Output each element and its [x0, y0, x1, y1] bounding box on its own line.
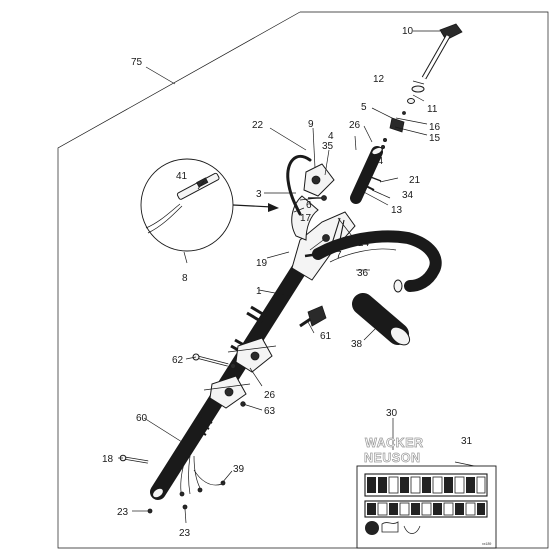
washer-23b: [182, 504, 188, 510]
label-26a: 26: [349, 120, 361, 131]
fuel-valve-stack: [380, 23, 463, 149]
label-21: 21: [409, 175, 421, 186]
assembly-boundary: [57, 11, 549, 549]
label-14: 14: [372, 156, 384, 167]
label-35: 35: [322, 141, 334, 152]
label-26b: 26: [264, 390, 276, 401]
label-41: 41: [176, 171, 188, 182]
label-16: 16: [429, 122, 441, 133]
label-6: 6: [306, 200, 312, 211]
label-30: 30: [386, 408, 398, 419]
label-34: 34: [402, 190, 414, 201]
detail-callout: [140, 158, 279, 252]
label-17: 17: [300, 213, 312, 224]
label-3: 3: [256, 189, 262, 200]
label-62: 62: [172, 355, 184, 366]
label-4: 4: [328, 131, 334, 142]
label-36: 36: [357, 268, 369, 279]
label-23a: 23: [117, 507, 129, 518]
label-63: 63: [264, 406, 276, 417]
throttle-cable-22: [286, 154, 312, 216]
cable-bundle: [179, 455, 226, 497]
label-31: 31: [461, 436, 473, 447]
label-9: 9: [308, 119, 314, 130]
label-7: 7: [336, 250, 342, 261]
washer-23a: [147, 508, 153, 514]
label-18: 18: [102, 454, 114, 465]
bolt-62: [192, 353, 236, 369]
pin-34: [361, 183, 375, 191]
part-labels: 75 10 12 11 5 16 15 26 4 14 21 34 13 22 …: [102, 26, 473, 539]
brand-wacker: WACKER: [365, 436, 424, 450]
upper-clamp: [227, 337, 277, 373]
tube-4: [350, 146, 383, 204]
decal-code: xx189: [482, 542, 491, 546]
pin-21: [367, 175, 382, 182]
label-60: 60: [136, 413, 148, 424]
bolt-18: [119, 454, 149, 464]
label-11: 11: [427, 104, 438, 115]
label-1: 1: [256, 286, 262, 297]
label-12: 12: [373, 74, 385, 85]
grip-38: [352, 293, 411, 346]
lower-clamp: [203, 375, 251, 409]
label-39: 39: [233, 464, 245, 475]
label-15: 15: [429, 133, 441, 144]
label-19: 19: [256, 258, 268, 269]
label-8: 8: [182, 273, 188, 284]
label-61: 61: [320, 331, 332, 342]
label-38: 38: [351, 339, 363, 350]
leader-lines: [118, 30, 440, 524]
label-5: 5: [361, 102, 367, 113]
decal-sheet: WACKER NEUSON xx189: [356, 436, 497, 549]
label-10: 10: [402, 26, 414, 37]
label-13: 13: [391, 205, 403, 216]
brand-neuson: NEUSON: [364, 451, 420, 465]
label-22: 22: [252, 120, 264, 131]
label-24: 24: [358, 238, 370, 249]
label-75: 75: [131, 57, 143, 68]
knob-61: [299, 305, 327, 328]
label-23b: 23: [179, 528, 191, 539]
